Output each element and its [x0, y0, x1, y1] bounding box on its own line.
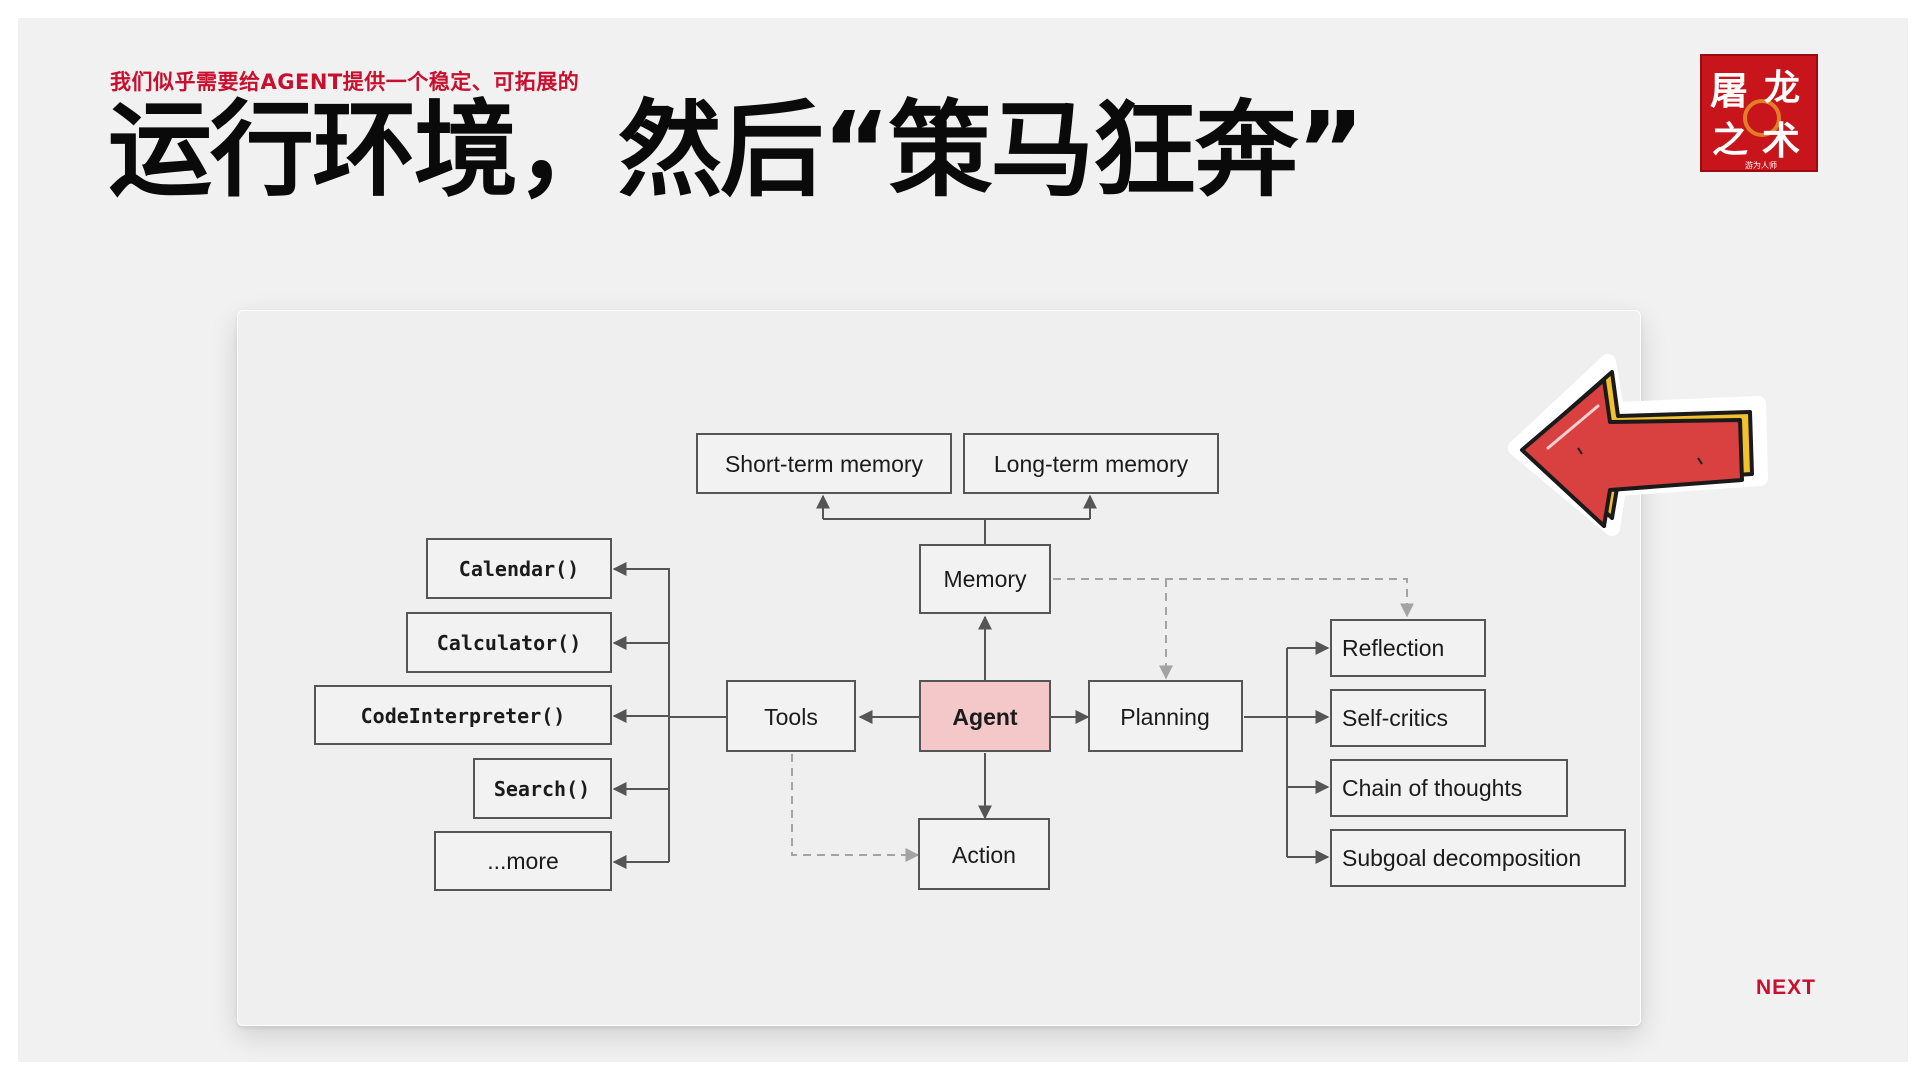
node-memory-label: Memory	[943, 566, 1027, 592]
node-long-term-memory: Long-term memory	[963, 433, 1219, 494]
node-memory: Memory	[919, 544, 1051, 614]
node-agent-label: Agent	[952, 704, 1018, 730]
node-chain-of-thoughts-label: Chain of thoughts	[1342, 775, 1522, 801]
node-reflection-label: Reflection	[1342, 635, 1444, 661]
node-reflection: Reflection	[1330, 619, 1486, 677]
node-calculator-label: Calculator()	[437, 631, 582, 655]
node-search-label: Search()	[494, 777, 590, 801]
node-tools: Tools	[726, 680, 856, 752]
node-code-interpreter: CodeInterpreter()	[314, 685, 612, 745]
node-search: Search()	[473, 758, 612, 819]
node-code-interpreter-label: CodeInterpreter()	[361, 704, 566, 728]
connector-planning-trunk	[1244, 648, 1288, 857]
slide-title: 运行环境，然后“策马狂奔”	[108, 89, 1365, 211]
node-chain-of-thoughts: Chain of thoughts	[1330, 759, 1568, 817]
connector-tools-action-dashed	[791, 754, 920, 862]
node-planning: Planning	[1088, 680, 1243, 752]
node-planning-label: Planning	[1120, 704, 1210, 730]
logo-char-2: 龙	[1764, 67, 1800, 109]
slide-subtitle: 我们似乎需要给AGENT提供一个稳定、可拓展的	[110, 70, 580, 94]
node-self-critics-label: Self-critics	[1342, 705, 1448, 731]
connector-tools-trunk	[668, 568, 727, 862]
logo-char-4: 术	[1762, 118, 1800, 163]
logo-seal-icon	[1743, 99, 1781, 137]
node-tools-label: Tools	[764, 704, 818, 730]
node-calendar: Calendar()	[426, 538, 612, 599]
node-calendar-label: Calendar()	[459, 557, 579, 581]
node-more: ...more	[434, 831, 612, 891]
logo-small-text: 游为人师	[1745, 160, 1777, 170]
node-subgoal-decomposition-label: Subgoal decomposition	[1342, 845, 1581, 871]
node-action-label: Action	[952, 842, 1016, 868]
node-short-term-memory: Short-term memory	[696, 433, 952, 494]
node-agent: Agent	[919, 680, 1051, 752]
brand-logo: 屠 龙 之 术 游为人师	[1700, 54, 1818, 172]
node-self-critics: Self-critics	[1330, 689, 1486, 747]
left-arrow-icon	[1508, 354, 1768, 536]
node-short-term-memory-label: Short-term memory	[725, 451, 924, 477]
logo-char-1: 屠	[1710, 68, 1748, 113]
next-button[interactable]: NEXT	[1756, 976, 1817, 999]
node-more-label: ...more	[487, 848, 559, 874]
logo-char-3: 之	[1712, 119, 1748, 161]
node-long-term-memory-label: Long-term memory	[994, 451, 1189, 477]
node-calculator: Calculator()	[406, 612, 612, 673]
node-action: Action	[918, 818, 1050, 890]
node-subgoal-decomposition: Subgoal decomposition	[1330, 829, 1626, 887]
connector-memory-dashed	[1053, 578, 1414, 618]
